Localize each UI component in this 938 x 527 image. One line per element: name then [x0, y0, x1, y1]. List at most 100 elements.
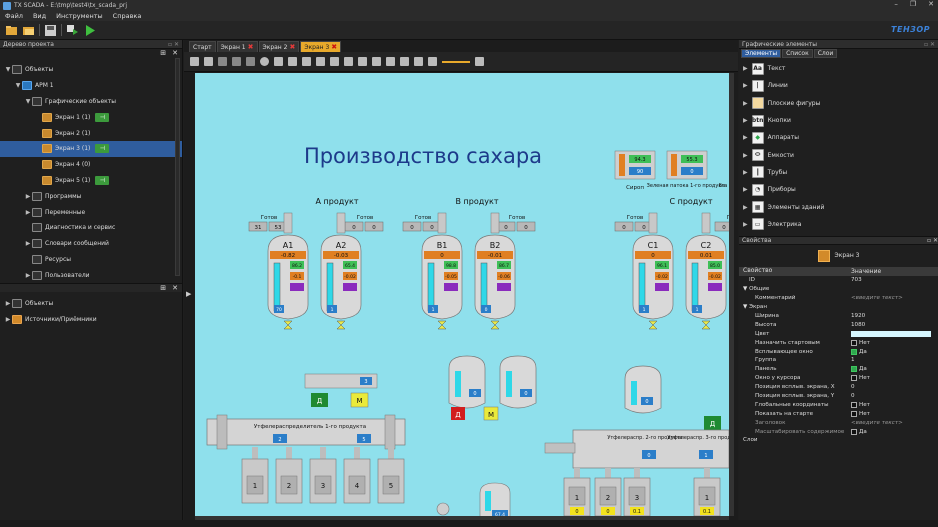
- zoom-icon[interactable]: [475, 57, 484, 66]
- property-value[interactable]: 0: [848, 393, 936, 399]
- tree-scrollbar[interactable]: [175, 58, 180, 276]
- expand-arrow-icon[interactable]: ▶: [743, 82, 748, 90]
- property-value[interactable]: [848, 330, 936, 337]
- expand-arrow-icon[interactable]: ▶: [743, 134, 748, 142]
- color-swatch[interactable]: [851, 330, 931, 337]
- property-value[interactable]: 1: [848, 357, 936, 363]
- tree-item[interactable]: ▶Словари сообщений: [0, 236, 182, 252]
- expand-arrow-icon[interactable]: ▶: [743, 186, 748, 194]
- paste-icon[interactable]: [204, 57, 213, 66]
- tree-item[interactable]: ▼Объекты: [0, 62, 182, 78]
- tree-item[interactable]: ▶Переменные: [0, 204, 182, 220]
- close-button[interactable]: ✕: [928, 0, 934, 8]
- align-left-icon[interactable]: [274, 57, 283, 66]
- property-checkbox[interactable]: [851, 375, 857, 382]
- canvas-h-scrollbar[interactable]: [195, 516, 729, 520]
- property-value[interactable]: 703: [848, 277, 936, 283]
- property-checkbox[interactable]: [851, 410, 857, 417]
- close-icon[interactable]: ✕: [172, 284, 178, 292]
- property-value[interactable]: Нет: [848, 401, 936, 408]
- element-category[interactable]: ▶Плоские фигуры: [739, 95, 938, 112]
- tree-item[interactable]: ▼Графические объекты: [0, 94, 182, 110]
- tab-screen[interactable]: Старт: [189, 41, 216, 52]
- forward-icon[interactable]: [414, 57, 423, 66]
- tree-item[interactable]: ▶Программы: [0, 188, 182, 204]
- tab-screen[interactable]: Экран 3✖: [300, 41, 342, 52]
- tree-item[interactable]: Экран 3 (1)⊣: [0, 140, 182, 157]
- collapse-arrow-icon[interactable]: ▼: [743, 304, 750, 311]
- expand-arrow-icon[interactable]: ▶: [743, 203, 748, 211]
- align-bottom-icon[interactable]: [344, 57, 353, 66]
- undo-icon[interactable]: [232, 57, 241, 66]
- tree-item[interactable]: ▼АРМ 1: [0, 78, 182, 94]
- tree-item[interactable]: ▶Пользователи: [0, 267, 182, 283]
- tab-elements[interactable]: Элементы: [741, 49, 782, 58]
- property-row[interactable]: ▼ Экран: [739, 303, 938, 312]
- property-row[interactable]: Слои: [739, 436, 938, 445]
- canvas-v-scrollbar[interactable]: [729, 73, 734, 516]
- tree-item[interactable]: Ресурсы: [0, 252, 182, 268]
- redo-icon[interactable]: [246, 57, 255, 66]
- menu-tools[interactable]: Инструменты: [56, 12, 103, 20]
- align-right-icon[interactable]: [302, 57, 311, 66]
- property-row[interactable]: Заголовок<введите текст>: [739, 418, 938, 427]
- close-icon[interactable]: ✕: [172, 49, 178, 57]
- copy-icon[interactable]: [190, 57, 199, 66]
- align-top-icon[interactable]: [316, 57, 325, 66]
- cut-icon[interactable]: [218, 57, 227, 66]
- objects-tree-item[interactable]: ▶Объекты: [0, 296, 182, 312]
- property-value[interactable]: Нет: [848, 410, 936, 417]
- expand-arrow-icon[interactable]: ▶: [25, 208, 31, 216]
- distribute-h-icon[interactable]: [358, 57, 367, 66]
- run-button[interactable]: [83, 24, 96, 37]
- pin-close-icons[interactable]: ▫ ✕: [167, 40, 179, 48]
- tab-layers[interactable]: Слои: [813, 49, 838, 58]
- property-value[interactable]: 1080: [848, 322, 936, 328]
- align-middle-icon[interactable]: [330, 57, 339, 66]
- collapse-arrow-icon[interactable]: ▼: [743, 286, 750, 293]
- expand-arrow-icon[interactable]: ▶: [743, 220, 748, 228]
- property-checkbox[interactable]: [851, 339, 857, 346]
- property-value[interactable]: <введите текст>: [848, 420, 936, 426]
- objects-tree-item[interactable]: ▶Источники/Приёмники: [0, 312, 182, 328]
- element-category[interactable]: ▶◔Приборы: [739, 181, 938, 198]
- expand-icon[interactable]: ⊞: [160, 49, 167, 57]
- maximize-button[interactable]: ❐: [909, 0, 917, 8]
- property-value[interactable]: Нет: [848, 339, 936, 346]
- tree-item[interactable]: Экран 5 (1)⊣: [0, 173, 182, 189]
- open-project-button[interactable]: [22, 24, 35, 37]
- expand-arrow-icon[interactable]: ▶: [743, 117, 748, 125]
- property-checkbox[interactable]: [851, 401, 857, 408]
- property-value[interactable]: 0: [848, 384, 936, 390]
- property-value[interactable]: Да: [848, 428, 936, 435]
- bring-front-icon[interactable]: [386, 57, 395, 66]
- distribute-v-icon[interactable]: [372, 57, 381, 66]
- tab-close-icon[interactable]: ✖: [289, 43, 296, 51]
- compile-button[interactable]: [66, 24, 79, 37]
- expand-icon[interactable]: ⊞: [160, 284, 167, 292]
- element-category[interactable]: ▶◆Аппараты: [739, 129, 938, 146]
- pin-close-icons[interactable]: ▫ ✕: [923, 40, 935, 48]
- expand-arrow-icon[interactable]: ▶: [5, 316, 11, 324]
- collapse-arrow-icon[interactable]: ▼: [15, 82, 21, 90]
- align-center-icon[interactable]: [288, 57, 297, 66]
- tree-item[interactable]: Диагностика и сервис: [0, 220, 182, 236]
- property-checkbox[interactable]: [851, 366, 857, 373]
- menu-help[interactable]: Справка: [112, 12, 142, 20]
- new-project-button[interactable]: [5, 24, 18, 37]
- property-value[interactable]: Да: [848, 366, 936, 373]
- tree-item[interactable]: Экран 2 (1): [0, 125, 182, 141]
- tab-close-icon[interactable]: ✖: [331, 43, 338, 51]
